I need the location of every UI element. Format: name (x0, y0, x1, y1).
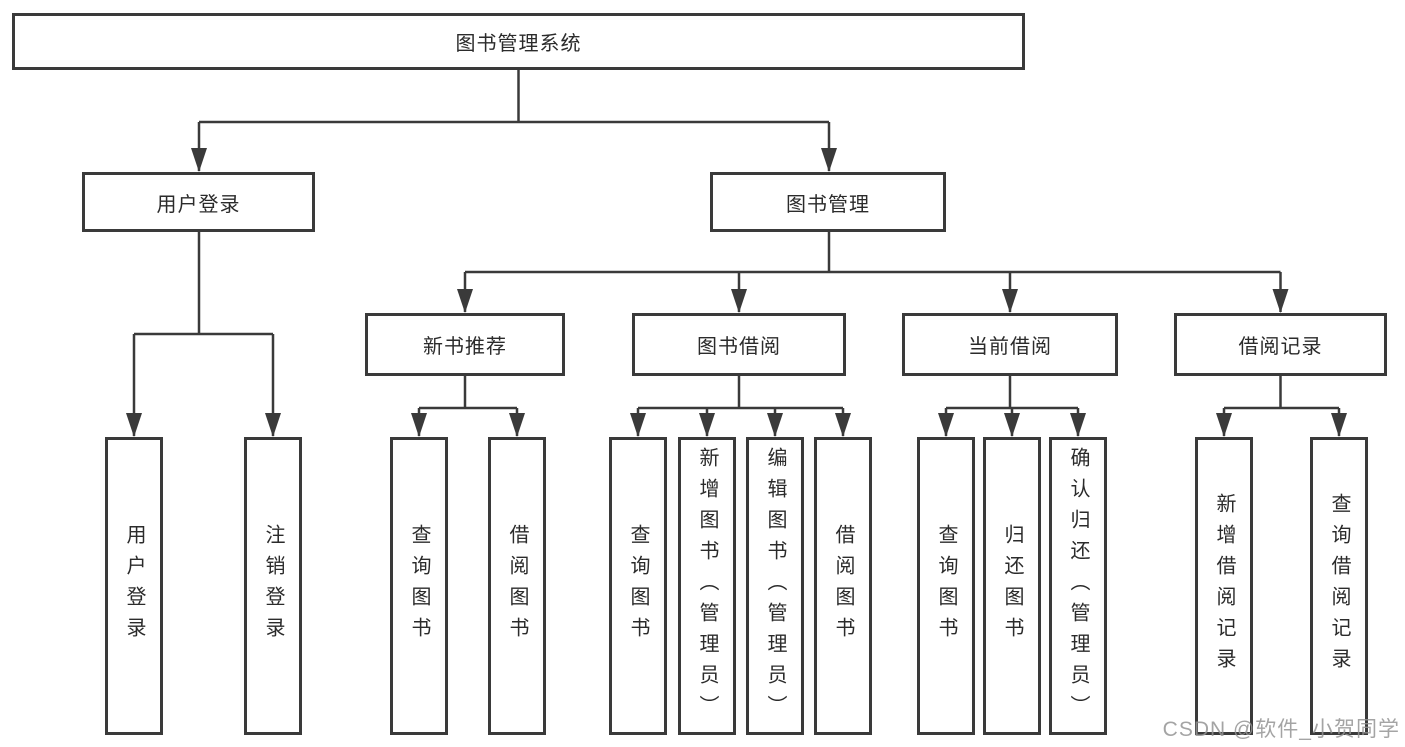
leaf-query-borrow-record: 查询借阅记录 (1310, 437, 1368, 735)
leaf-query-books-recommend-label: 查询图书 (408, 524, 430, 648)
leaf-logout: 注销登录 (244, 437, 302, 735)
leaf-confirm-return-admin-label: 确认归还（管理员） (1067, 446, 1089, 726)
leaf-edit-book-admin-label: 编辑图书（管理员） (764, 446, 786, 726)
node-new-book-recommendation: 新书推荐 (365, 313, 565, 376)
csdn-watermark: CSDN @软件_小贺同学 (1162, 718, 1400, 741)
leaf-borrow-books-recommend-label: 借阅图书 (506, 524, 528, 648)
node-root-label: 图书管理系统 (455, 33, 582, 55)
leaf-add-borrow-record-label: 新增借阅记录 (1213, 493, 1235, 679)
leaf-query-books-borrowing: 查询图书 (609, 437, 667, 735)
node-book-management: 图书管理 (710, 172, 946, 232)
node-new-book-recommendation-label: 新书推荐 (423, 336, 507, 358)
leaf-return-books: 归还图书 (983, 437, 1041, 735)
leaf-query-borrow-record-label: 查询借阅记录 (1328, 493, 1350, 679)
node-borrowing-records: 借阅记录 (1174, 313, 1387, 376)
leaf-add-borrow-record: 新增借阅记录 (1195, 437, 1253, 735)
node-current-borrowing: 当前借阅 (902, 313, 1118, 376)
node-book-management-label: 图书管理 (786, 193, 870, 216)
node-user-login-label: 用户登录 (156, 193, 241, 216)
leaf-borrow-books-borrowing-label: 借阅图书 (832, 524, 854, 648)
node-user-login: 用户登录 (82, 172, 315, 232)
leaf-user-login: 用户登录 (105, 437, 163, 735)
node-book-borrowing: 图书借阅 (632, 313, 846, 376)
leaf-borrow-books-recommend: 借阅图书 (488, 437, 546, 735)
leaf-edit-book-admin: 编辑图书（管理员） (746, 437, 804, 735)
node-current-borrowing-label: 当前借阅 (968, 336, 1052, 358)
leaf-logout-label: 注销登录 (262, 524, 284, 648)
leaf-query-books-current-label: 查询图书 (935, 524, 957, 648)
leaf-query-books-recommend: 查询图书 (390, 437, 448, 735)
leaf-query-books-current: 查询图书 (917, 437, 975, 735)
leaf-user-login-label: 用户登录 (123, 524, 145, 648)
leaf-confirm-return-admin: 确认归还（管理员） (1049, 437, 1107, 735)
leaf-add-book-admin: 新增图书（管理员） (678, 437, 736, 735)
node-root-library-system: 图书管理系统 (12, 13, 1025, 70)
leaf-return-books-label: 归还图书 (1001, 524, 1023, 648)
leaf-add-book-admin-label: 新增图书（管理员） (696, 446, 718, 726)
leaf-borrow-books-borrowing: 借阅图书 (814, 437, 872, 735)
node-borrowing-records-label: 借阅记录 (1238, 336, 1323, 358)
leaf-query-books-borrowing-label: 查询图书 (627, 524, 649, 648)
node-book-borrowing-label: 图书借阅 (697, 336, 781, 358)
